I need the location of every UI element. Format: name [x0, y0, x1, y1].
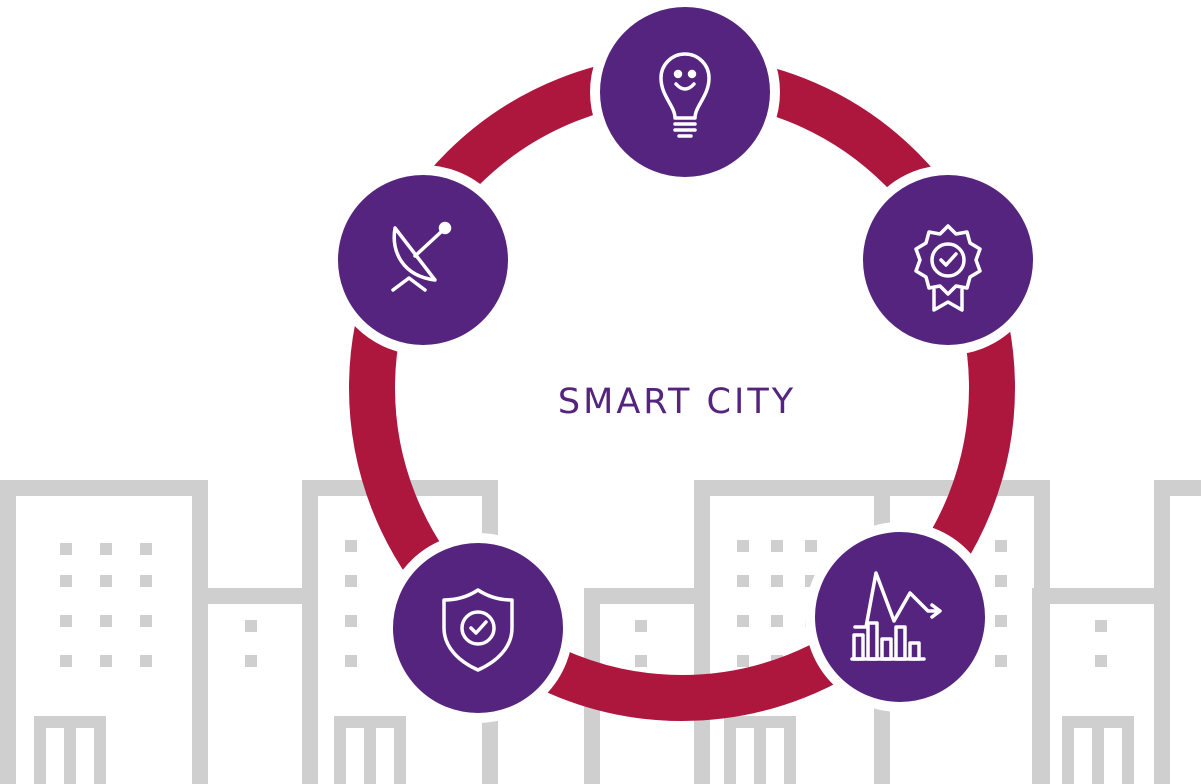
diagram-title: SMART CITY [558, 382, 796, 422]
satellite-dish-icon [391, 221, 452, 292]
ground-doors [34, 716, 1134, 784]
quality-badge-icon [914, 224, 982, 312]
building-4-windows [995, 540, 1007, 667]
building-1-windows [60, 543, 152, 667]
node-lightbulb [590, 0, 780, 187]
low-building-windows [245, 620, 1107, 667]
node-satellite [328, 165, 518, 355]
node-quality-badge [853, 165, 1043, 355]
node-analytics [805, 522, 995, 712]
building-8 [1032, 588, 1170, 784]
building-2-windows [345, 540, 357, 667]
smiling-lightbulb-icon [659, 52, 711, 138]
node-security [383, 533, 573, 723]
chart-trend-icon [850, 571, 942, 661]
building-6 [192, 588, 318, 784]
city-skyline-background [0, 480, 1201, 784]
shield-check-icon [442, 588, 514, 672]
